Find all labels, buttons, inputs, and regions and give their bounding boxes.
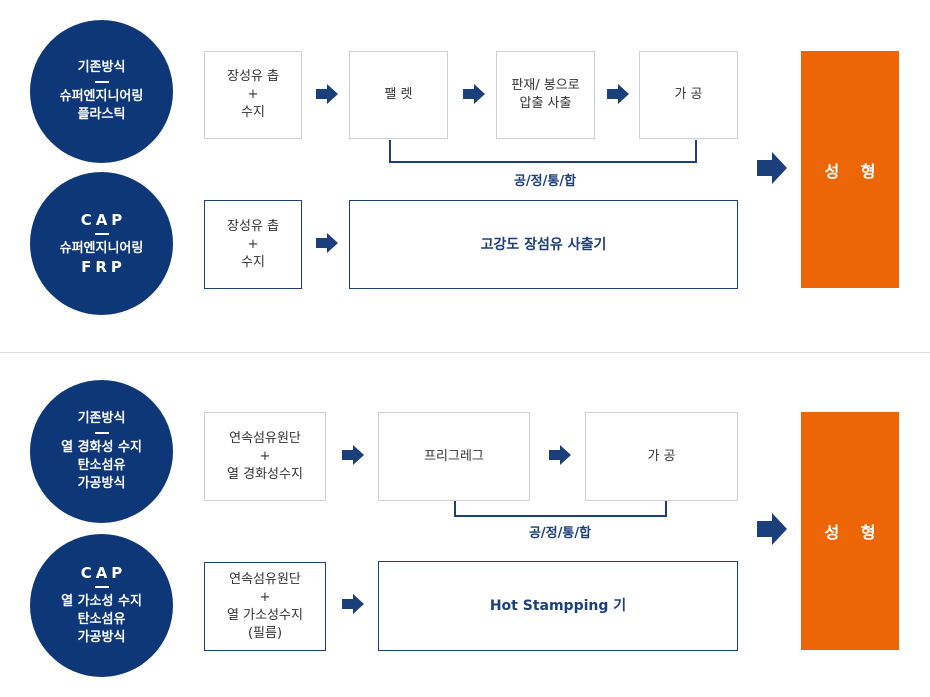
circle-line4: 가공방식 — [77, 476, 126, 491]
process-integration-label: 공/정/통/합 — [513, 174, 577, 189]
arrow-right-icon — [549, 445, 571, 465]
section-divider — [0, 352, 930, 353]
big-arrow-right-icon — [757, 513, 787, 545]
arrow-right-icon — [342, 594, 364, 614]
box-line4: (필름) — [247, 625, 283, 641]
process-integration-label-2: 공/정/통/합 — [528, 526, 592, 541]
box-line2: + — [259, 589, 271, 605]
box-line3: 열 가소성수지 — [227, 607, 303, 623]
big-arrow-right-icon — [757, 152, 787, 184]
circle-line2: 슈퍼엔지니어링 — [59, 89, 144, 104]
step-box-injection-machine: 고강도 장섬유 사출기 — [349, 200, 738, 289]
dash — [94, 233, 109, 235]
box-line2: 압출 사출 — [519, 96, 572, 111]
circle-line2: 열 경화성 수지 — [61, 440, 142, 455]
step-box-hot-stamping: Hot Stampping 기 — [378, 561, 738, 651]
step-box-pellet: 팰 렛 — [349, 51, 448, 139]
circle-line2: 열 가소성 수지 — [61, 594, 142, 609]
dash — [94, 81, 109, 83]
process-integration-bracket-2 — [454, 501, 667, 517]
box-line2: + — [259, 448, 271, 464]
arrow-right-icon — [342, 445, 364, 465]
cap-method-circle-2: CAP 열 가소성 수지 탄소섬유 가공방식 — [30, 534, 173, 677]
box-line1: 연속섬유원단 — [229, 430, 301, 446]
circle-line4: 가공방식 — [77, 630, 126, 645]
arrow-right-icon — [316, 84, 338, 104]
box-line2: + — [247, 236, 259, 252]
box-line3: 수지 — [241, 254, 265, 270]
dash — [94, 432, 109, 434]
box-line3: 열 경화성수지 — [227, 466, 303, 482]
step-box-prepreg: 프리그레그 — [378, 412, 530, 501]
circle-line1: CAP — [80, 211, 127, 229]
circle-line3: FRP — [81, 258, 126, 276]
step-box-chop-resin: 장성유 촙 + 수지 — [204, 51, 302, 139]
box-line1: 장성유 촙 — [227, 218, 279, 234]
step-box-processing: 가 공 — [639, 51, 738, 139]
arrow-right-icon — [316, 233, 338, 253]
box-line1: 장성유 촙 — [227, 69, 279, 84]
circle-line2: 슈퍼엔지니어링 — [59, 241, 144, 256]
process-integration-bracket — [389, 140, 697, 163]
dash — [94, 586, 109, 588]
arrow-right-icon — [463, 84, 485, 104]
step-box-processing-2: 가 공 — [585, 412, 738, 501]
legacy-method-circle-1: 기존방식 슈퍼엔지니어링 플라스틱 — [30, 20, 173, 163]
step-box-fabric-thermoset: 연속섬유원단 + 열 경화성수지 — [204, 412, 326, 501]
box-line1: 연속섬유원단 — [229, 571, 301, 587]
legacy-method-circle-2: 기존방식 열 경화성 수지 탄소섬유 가공방식 — [30, 380, 173, 523]
box-text: 가 공 — [647, 448, 676, 464]
box-text: Hot Stampping 기 — [489, 598, 627, 614]
box-line3: 수지 — [241, 105, 265, 120]
step-box-fabric-thermoplastic: 연속섬유원단 + 열 가소성수지 (필름) — [204, 562, 326, 651]
box-line2: + — [247, 87, 259, 102]
box-text: 프리그레그 — [424, 448, 484, 464]
circle-line3: 플라스틱 — [77, 107, 126, 122]
step-box-extrusion: 판재/ 봉으로 압출 사출 — [496, 51, 595, 139]
molding-result-box: 성 형 — [801, 51, 899, 288]
box-text: 가 공 — [674, 87, 703, 102]
arrow-right-icon — [607, 84, 629, 104]
circle-line1: CAP — [80, 564, 127, 582]
circle-line3: 탄소섬유 — [77, 612, 126, 627]
circle-line1: 기존방식 — [77, 60, 126, 75]
box-text: 고강도 장섬유 사출기 — [480, 236, 607, 253]
circle-line1: 기존방식 — [77, 411, 126, 426]
cap-method-circle-1: CAP 슈퍼엔지니어링 FRP — [30, 172, 173, 315]
circle-line3: 탄소섬유 — [77, 458, 126, 473]
box-line1: 판재/ 봉으로 — [511, 78, 580, 93]
molding-result-box-2: 성 형 — [801, 412, 899, 650]
step-box-chop-resin-cap: 장성유 촙 + 수지 — [204, 200, 302, 289]
box-text: 팰 렛 — [384, 87, 413, 102]
